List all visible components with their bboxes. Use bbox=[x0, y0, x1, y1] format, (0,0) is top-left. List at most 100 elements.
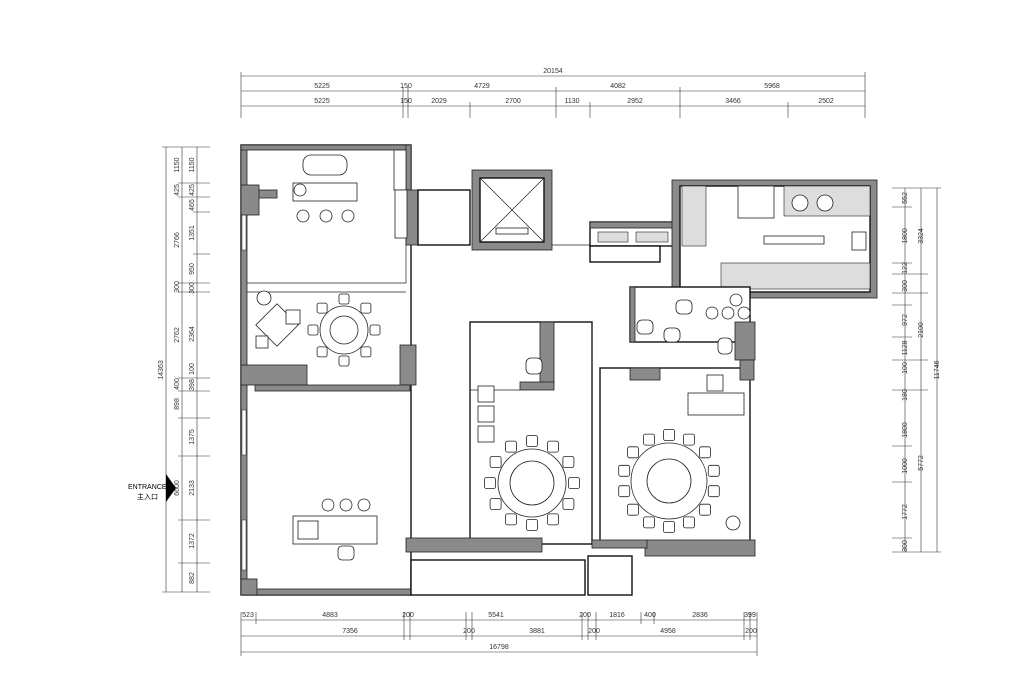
dim-left: 898 bbox=[174, 398, 181, 410]
dim-left: 6600 bbox=[174, 480, 181, 496]
dim-bottom-total: 16798 bbox=[489, 644, 509, 651]
chair bbox=[663, 521, 675, 533]
dim-top: 1130 bbox=[564, 98, 579, 105]
dim-left: 1150 bbox=[189, 157, 196, 172]
dim-right: 1772 bbox=[902, 504, 909, 520]
chair bbox=[505, 513, 517, 526]
chair bbox=[663, 429, 675, 441]
dim-top: 2952 bbox=[627, 98, 643, 105]
dim-top: 4082 bbox=[610, 83, 626, 90]
chair bbox=[699, 446, 711, 459]
chair bbox=[643, 516, 655, 529]
dim-top: 3466 bbox=[725, 98, 741, 105]
chair bbox=[307, 324, 319, 336]
dim-top: 2700 bbox=[505, 98, 521, 105]
dim-left: 882 bbox=[189, 572, 196, 584]
dim-bottom: 200 bbox=[579, 612, 591, 619]
dim-left: 2762 bbox=[174, 327, 181, 343]
chair bbox=[369, 324, 381, 336]
dim-right-total: 11746 bbox=[934, 360, 941, 379]
dim-right: 100 bbox=[902, 362, 909, 374]
chair bbox=[484, 477, 496, 489]
chair bbox=[683, 516, 695, 529]
dim-bottom: 200 bbox=[588, 628, 600, 635]
chair bbox=[338, 293, 350, 305]
dim-right: 3324 bbox=[918, 228, 925, 244]
round-table-1 bbox=[255, 290, 381, 367]
chair bbox=[489, 456, 502, 468]
dim-top: 5225 bbox=[314, 98, 330, 105]
dim-left: 400 bbox=[174, 378, 181, 390]
right-dimensions: 552 1800 122 300 972 1128 100 180 1800 1… bbox=[892, 187, 941, 553]
dim-bottom: 3881 bbox=[529, 628, 545, 635]
chair bbox=[526, 435, 538, 447]
dim-bottom: 200 bbox=[402, 612, 414, 619]
chair bbox=[618, 464, 631, 477]
chair bbox=[568, 477, 580, 489]
dim-right: 2100 bbox=[918, 322, 925, 338]
chair bbox=[489, 498, 502, 510]
dim-bottom: 400 bbox=[644, 612, 656, 619]
dim-bottom: 200 bbox=[745, 628, 757, 635]
dim-left-total: 14363 bbox=[158, 360, 165, 380]
dim-left: 1150 bbox=[174, 157, 181, 172]
chair bbox=[707, 485, 720, 498]
reception bbox=[292, 498, 378, 561]
entrance-marker: ENTRANCE 主入口 bbox=[128, 474, 176, 502]
dim-left: 100 bbox=[189, 363, 196, 375]
dim-right: 300 bbox=[902, 280, 909, 292]
dim-left: 2364 bbox=[189, 326, 196, 342]
dim-left: 950 bbox=[189, 263, 196, 275]
dim-right: 300 bbox=[902, 540, 909, 552]
dim-bottom: 523 bbox=[242, 612, 254, 619]
dim-left: 2766 bbox=[174, 232, 181, 248]
dim-left: 300 bbox=[189, 282, 196, 294]
dim-bottom: 1816 bbox=[609, 612, 625, 619]
chair bbox=[627, 446, 639, 459]
chair bbox=[316, 302, 328, 314]
dim-right: 1000 bbox=[902, 458, 909, 474]
dim-bottom: 7356 bbox=[342, 628, 358, 635]
dim-left: 425 bbox=[189, 184, 196, 196]
left-dimensions: 14363 1150 425 2766 300 2762 400 898 137… bbox=[158, 146, 210, 593]
chair bbox=[547, 440, 559, 453]
dim-bottom: 200 bbox=[463, 628, 475, 635]
dim-top: 150 bbox=[400, 98, 412, 105]
dim-left: 465 bbox=[189, 199, 196, 211]
chair bbox=[505, 440, 517, 453]
dim-right: 180 bbox=[902, 389, 909, 401]
chair bbox=[547, 513, 559, 526]
dim-top: 2502 bbox=[818, 98, 834, 105]
dim-right: 1800 bbox=[902, 422, 909, 438]
chair bbox=[618, 485, 631, 498]
dim-left: 2133 bbox=[189, 480, 196, 496]
entrance-label-cn: 主入口 bbox=[137, 492, 158, 501]
dim-left: 1375 bbox=[189, 429, 196, 445]
bottom-dimensions: 523 4883 200 5541 200 1816 400 2836 399 … bbox=[240, 612, 758, 656]
chair bbox=[338, 355, 350, 367]
chair bbox=[683, 433, 695, 446]
entrance-arrow-icon bbox=[166, 474, 176, 502]
dim-top: 5225 bbox=[314, 83, 330, 90]
top-dimensions: 20154 5225 150 4729 4082 5968 5225 150 2… bbox=[240, 68, 866, 118]
dim-top: 150 bbox=[400, 83, 412, 90]
dim-right: 972 bbox=[902, 314, 909, 326]
entrance-label: ENTRANCE bbox=[128, 484, 167, 491]
chair bbox=[360, 302, 372, 314]
dim-top: 2029 bbox=[431, 98, 447, 105]
chair bbox=[707, 464, 720, 477]
dim-left: 1372 bbox=[189, 533, 196, 549]
round-table-3 bbox=[618, 429, 741, 533]
dim-left: 398 bbox=[189, 379, 196, 391]
dim-top: 5968 bbox=[764, 83, 780, 90]
round-table-2 bbox=[477, 385, 580, 531]
chair bbox=[699, 503, 711, 516]
dim-right: 1800 bbox=[902, 228, 909, 244]
dim-bottom: 4958 bbox=[660, 628, 676, 635]
dim-left: 425 bbox=[174, 184, 181, 196]
chair bbox=[360, 346, 372, 358]
dim-bottom: 2836 bbox=[692, 612, 708, 619]
dim-right: 1128 bbox=[902, 340, 909, 355]
chair bbox=[526, 519, 538, 531]
